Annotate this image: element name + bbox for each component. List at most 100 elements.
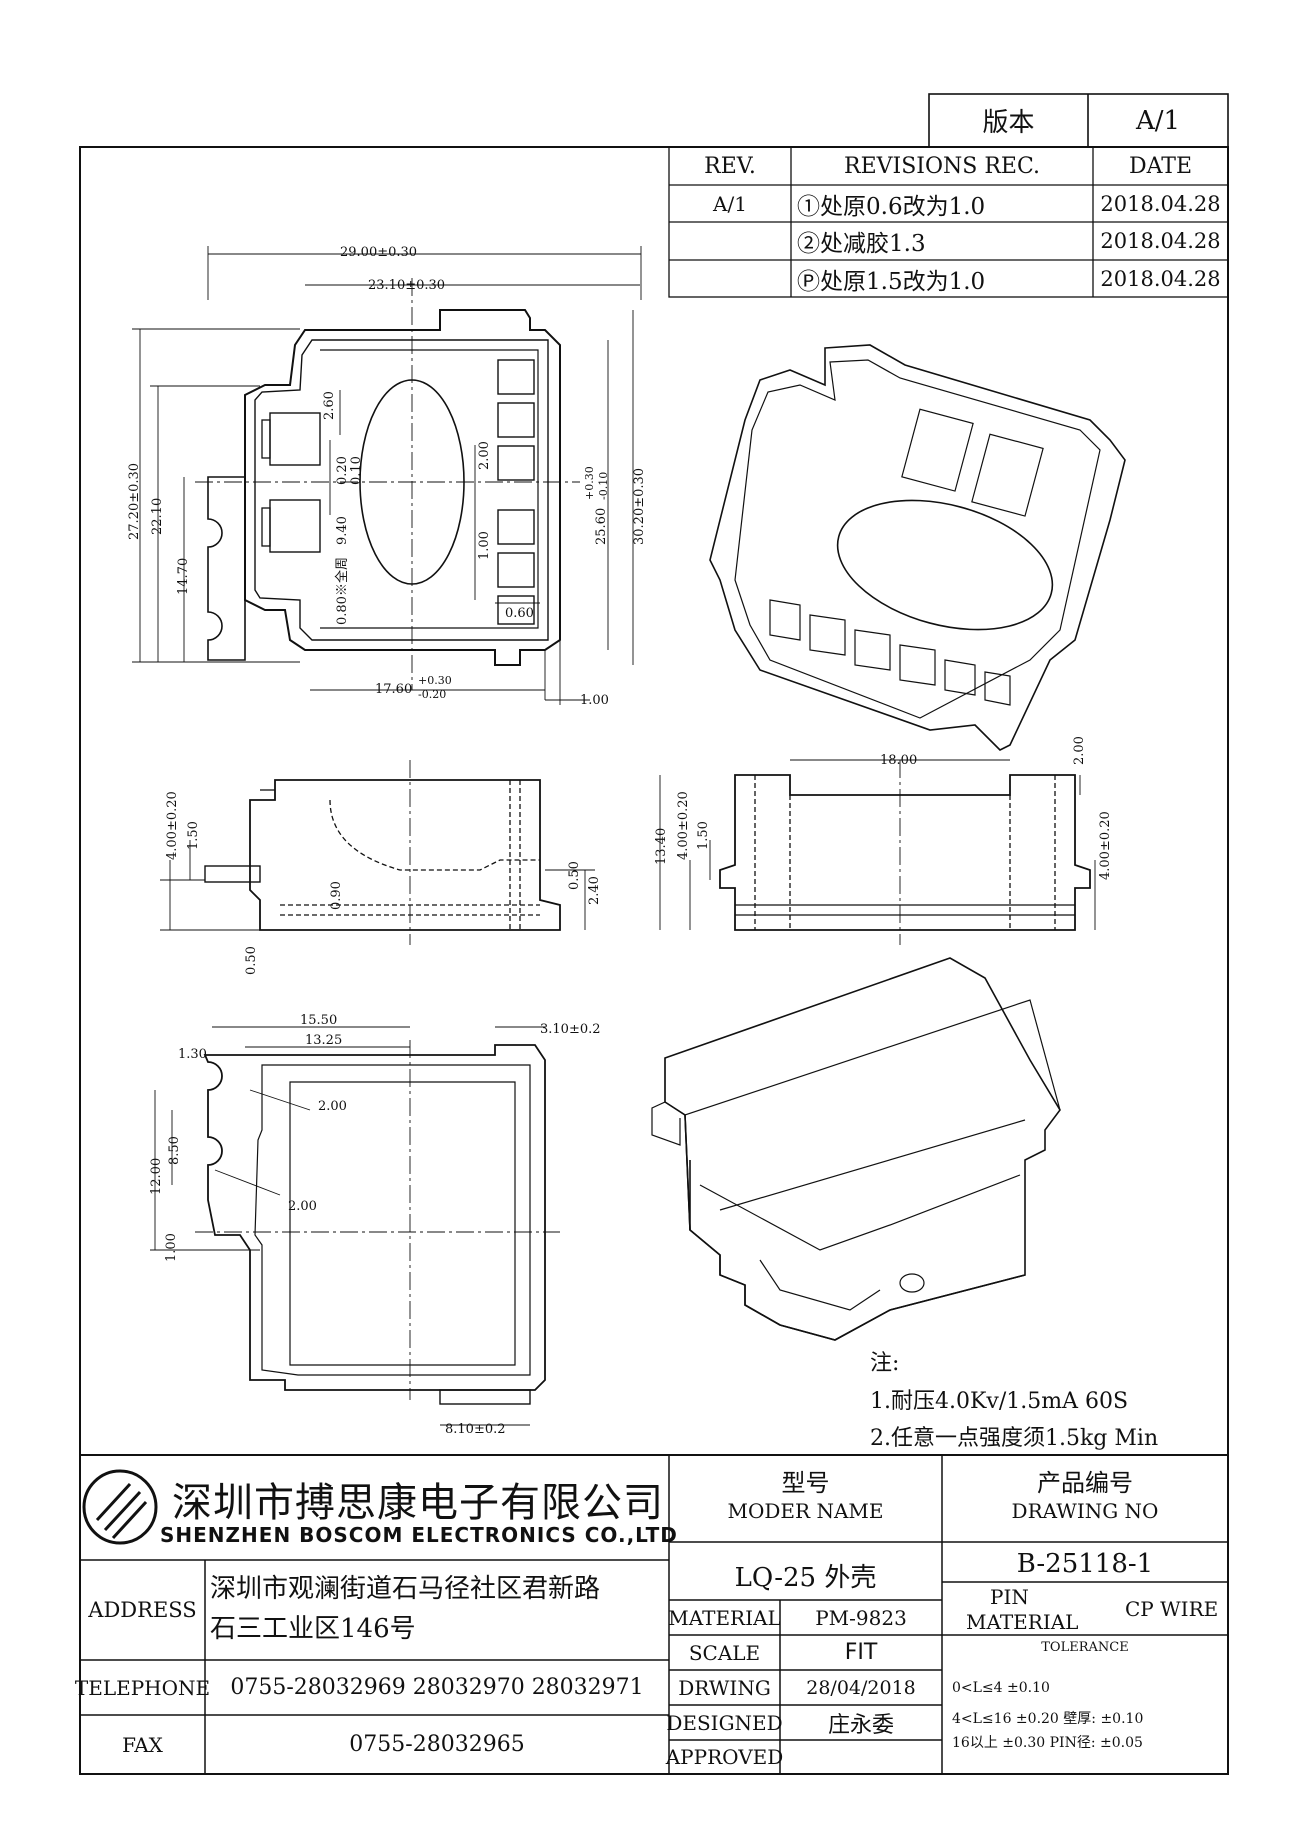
address-label: ADDRESS bbox=[88, 1598, 197, 1622]
dim-left-400: 4.00±0.20 bbox=[165, 791, 180, 860]
sheet-frame bbox=[79, 146, 1229, 1775]
notes-line-2: 2.任意一点强度须1.5kg Min bbox=[870, 1426, 1159, 1451]
dim-1760: 17.60 bbox=[375, 682, 412, 697]
designed-value: 庄永委 bbox=[827, 1712, 894, 1738]
dim-3020: 30.20±0.30 bbox=[632, 468, 647, 545]
dim-1760-tol-dn: -0.20 bbox=[418, 688, 446, 701]
pin-material-label-2: MATERIAL bbox=[966, 1610, 1079, 1634]
rev-row-3-desc: Ⓟ处原1.5改为1.0 bbox=[797, 268, 986, 295]
dim-2560-tol-up: +0.30 bbox=[583, 466, 596, 500]
dim-060: 0.60 bbox=[505, 606, 534, 621]
dim-right-400b: 4.00±0.20 bbox=[1098, 811, 1113, 880]
dim-right-1800: 18.00 bbox=[880, 753, 917, 768]
dim-bottom-850: 8.50 bbox=[167, 1136, 182, 1165]
pin-material-label-1: PIN bbox=[990, 1585, 1029, 1609]
dim-left-050b: 0.50 bbox=[567, 861, 582, 890]
version-label: 版本 bbox=[982, 108, 1035, 138]
notes-title: 注: bbox=[870, 1351, 900, 1376]
address-line-1: 深圳市观澜街道石马径社区君新路 bbox=[210, 1574, 601, 1604]
bottom-view bbox=[150, 1026, 560, 1426]
dim-left-090: 0.90 bbox=[329, 881, 344, 910]
dim-right-400a: 4.00±0.20 bbox=[676, 791, 691, 860]
rev-row-2-date: 2018.04.28 bbox=[1100, 229, 1221, 253]
dim-bottom-310: 3.10±0.2 bbox=[540, 1022, 601, 1037]
fax-label: FAX bbox=[122, 1732, 163, 1757]
version-value: A/1 bbox=[1135, 105, 1181, 136]
approved-label: APPROVED bbox=[665, 1745, 784, 1769]
dim-2560: 25.60 bbox=[594, 508, 609, 545]
revision-table bbox=[668, 146, 1229, 298]
isometric-closed-view bbox=[651, 957, 1061, 1341]
dim-200: 2.00 bbox=[477, 441, 492, 470]
dim-260: 2.60 bbox=[322, 391, 337, 420]
dim-100: 1.00 bbox=[477, 531, 492, 560]
rev-header-rev: REV. bbox=[704, 153, 756, 179]
dim-bottom-200b: 2.00 bbox=[288, 1199, 317, 1214]
scale-label: SCALE bbox=[688, 1640, 761, 1665]
rev-row-2-desc: ②处减胶1.3 bbox=[797, 231, 926, 257]
tolerance-line-3: 16以上 ±0.30 PIN径: ±0.05 bbox=[952, 1735, 1143, 1751]
dim-1760-tol-up: +0.30 bbox=[418, 674, 452, 687]
model-label-en: MODER NAME bbox=[727, 1499, 884, 1523]
material-value: PM-9823 bbox=[815, 1605, 907, 1630]
model-label-cn: 型号 bbox=[781, 1468, 830, 1497]
rev-header-date: DATE bbox=[1128, 153, 1193, 179]
address-line-2: 石三工业区146号 bbox=[210, 1614, 416, 1644]
scale-value: FIT bbox=[844, 1640, 878, 1665]
dim-w-outer: 29.00±0.30 bbox=[340, 245, 417, 260]
dim-left-050a: 0.50 bbox=[244, 946, 259, 975]
model-value: LQ-25 外壳 bbox=[734, 1562, 877, 1593]
top-view bbox=[132, 246, 642, 705]
dim-h-22: 22.10 bbox=[150, 498, 165, 535]
dim-h-outer: 27.20±0.30 bbox=[127, 463, 142, 540]
tolerance-label: TOLERANCE bbox=[1041, 1639, 1129, 1655]
tolerance-line-2: 4<L≤16 ±0.20 壁厚: ±0.10 bbox=[952, 1711, 1144, 1727]
side-view-left bbox=[160, 760, 595, 945]
company-logo bbox=[82, 1469, 158, 1545]
material-label: MATERIAL bbox=[668, 1605, 781, 1630]
dim-bottom-130: 1.30 bbox=[178, 1047, 207, 1062]
rev-header-desc: REVISIONS REC. bbox=[844, 153, 1040, 179]
drwing-label: DRWING bbox=[678, 1675, 771, 1700]
pin-material-value: CP WIRE bbox=[1125, 1597, 1219, 1621]
dim-1-00b: 1.00 bbox=[580, 693, 609, 708]
dim-bottom-200a: 2.00 bbox=[318, 1099, 347, 1114]
notes-line-1: 1.耐压4.0Kv/1.5mA 60S bbox=[870, 1389, 1129, 1414]
drawing-value: B-25118-1 bbox=[1016, 1548, 1154, 1579]
rev-row-1-desc: ①处原0.6改为1.0 bbox=[797, 193, 986, 220]
company-name-en: SHENZHEN BOSCOM ELECTRONICS CO.,LTD bbox=[160, 1523, 678, 1547]
top-view-dim-text: 29.00±0.30 23.10±0.30 27.20±0.30 22.10 1… bbox=[127, 245, 647, 708]
dim-940: 9.40 bbox=[335, 516, 350, 545]
side-view-left-dim-text: 4.00±0.20 1.50 0.90 0.50 2.40 0.50 bbox=[165, 791, 602, 975]
dim-right-150: 1.50 bbox=[696, 821, 711, 850]
dim-bottom-100: 1.00 bbox=[164, 1233, 179, 1262]
dim-right-1340: 13.40 bbox=[654, 828, 669, 865]
drwing-value: 28/04/2018 bbox=[806, 1676, 916, 1699]
rev-row-3-date: 2018.04.28 bbox=[1100, 266, 1221, 291]
dim-020: 0.20 bbox=[335, 456, 350, 485]
dim-010: 0.10 bbox=[349, 456, 364, 485]
dim-right-200: 2.00 bbox=[1072, 736, 1087, 765]
drawing-label-en: DRAWING NO bbox=[1011, 1499, 1159, 1523]
dim-h-14: 14.70 bbox=[176, 558, 191, 595]
bottom-view-dim-text: 15.50 13.25 1.30 3.10±0.2 12.00 8.50 2.0… bbox=[149, 1013, 601, 1437]
side-view-right bbox=[659, 759, 1096, 945]
drawing-label-cn: 产品编号 bbox=[1037, 1468, 1133, 1497]
tolerance-line-1: 0<L≤4 ±0.10 bbox=[952, 1680, 1050, 1696]
dim-bottom-1200: 12.00 bbox=[149, 1158, 164, 1195]
side-view-right-dim-text: 18.00 2.00 13.40 4.00±0.20 1.50 4.00±0.2… bbox=[654, 736, 1113, 880]
isometric-open-view bbox=[709, 344, 1126, 751]
dim-left-240: 2.40 bbox=[587, 876, 602, 905]
telephone-value: 0755-28032969 28032970 28032971 bbox=[230, 1675, 644, 1700]
telephone-label: TELEPHONE bbox=[74, 1675, 211, 1700]
dim-080: 0.80※全周 bbox=[334, 557, 350, 625]
dim-w-inner: 23.10±0.30 bbox=[368, 278, 445, 293]
approved-value bbox=[780, 1740, 942, 1774]
fax-value: 0755-28032965 bbox=[349, 1732, 525, 1757]
rev-row-1-rev: A/1 bbox=[713, 191, 747, 216]
dim-bottom-1325: 13.25 bbox=[305, 1033, 342, 1048]
dim-2560-tol-dn: -0.10 bbox=[597, 472, 610, 500]
dim-bottom-810: 8.10±0.2 bbox=[445, 1422, 506, 1437]
